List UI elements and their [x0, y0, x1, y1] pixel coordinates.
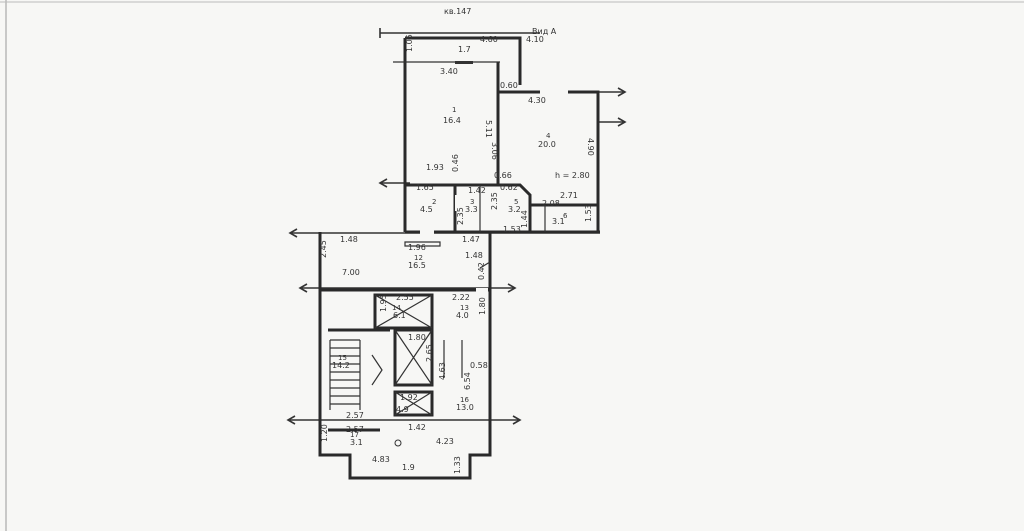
dimension-labels: 4.60 4.10 1.05 3.40 0.60 4.30 5.11 3.06 …: [319, 34, 595, 474]
dimension-label: 1.47: [462, 235, 480, 244]
room-area: 4.0: [456, 311, 469, 320]
room-area: 3.1: [552, 217, 565, 226]
dimension-label: 1.93: [426, 163, 444, 172]
room-area: 4.5: [420, 205, 433, 214]
apartment-number-label: кв.147: [444, 7, 471, 16]
dimension-label: 0.66: [494, 171, 512, 180]
dimension-label: 0.62: [500, 183, 518, 192]
dimension-label: 1.48: [465, 251, 483, 260]
staircase: [329, 339, 383, 410]
room-area: 3.2: [508, 205, 521, 214]
dimension-label: 1.33: [453, 456, 462, 474]
dimension-label: 1.92: [400, 393, 418, 402]
dimension-label: 4.30: [528, 96, 546, 105]
fixture-circle: [394, 439, 402, 447]
dimension-label: 4.83: [372, 455, 390, 464]
dimension-label: 1.20: [320, 424, 329, 442]
dimension-label: 2.08: [542, 199, 560, 208]
dimension-label: 2.57: [346, 411, 364, 420]
dimension-label: 2.35: [456, 207, 465, 225]
dimension-label: 4.60: [480, 35, 498, 44]
room-area: 13.0: [456, 403, 474, 412]
room-area: 1.9: [402, 463, 415, 472]
dimension-label: 1.48: [340, 235, 358, 244]
dimension-label: 2.57: [346, 425, 364, 434]
room-area: 20.0: [538, 140, 556, 149]
room-number: 16: [460, 396, 469, 404]
room-number: 4: [546, 132, 551, 140]
room-number: 12: [414, 254, 423, 262]
dimension-label: 1.42: [408, 423, 426, 432]
dimension-label: 2.65: [425, 344, 434, 362]
lower-block-walls: [318, 290, 492, 480]
room-number: 6: [563, 212, 568, 220]
dimension-label: 3.40: [440, 67, 458, 76]
dimension-label: 7.00: [342, 268, 360, 277]
dimension-label: 1.42: [468, 186, 486, 195]
room-number: 15: [338, 354, 347, 362]
upper-apartment-walls: [393, 36, 600, 234]
dimension-label: 4.63: [438, 362, 447, 380]
room-number: 1: [452, 106, 456, 114]
room-number: 17: [350, 431, 359, 439]
dimension-label: 2.22: [452, 293, 470, 302]
room-area: 3.3: [465, 205, 478, 214]
dimension-label: 0.58: [470, 361, 488, 370]
dimension-label: 1.95: [379, 294, 388, 312]
dimension-label: 4.9: [396, 405, 409, 414]
dimension-label: 0.60: [500, 81, 518, 90]
dimension-label: 2.55: [396, 293, 414, 302]
section-view-label: Вид А: [532, 27, 557, 36]
dimension-label: 1.05: [405, 34, 414, 52]
dimension-label: 2.71: [560, 191, 578, 200]
dimension-label: 2.35: [490, 192, 499, 210]
room-number: 2: [432, 198, 436, 206]
dimension-label: 1.80: [408, 333, 426, 342]
dimension-label: 6.54: [463, 372, 472, 390]
corridor-walls: [318, 232, 492, 292]
ceiling-height-label: h = 2.80: [555, 171, 590, 180]
dimension-label: 1.53: [503, 225, 521, 234]
room-number: 3: [470, 198, 474, 206]
room-area: 3.1: [350, 438, 363, 447]
room-area: 14.2: [332, 361, 350, 370]
dimension-label: 0.42: [477, 262, 486, 280]
dimension-label: 4.10: [526, 35, 544, 44]
room-area: 6.1: [393, 311, 406, 320]
dimension-label: 4.23: [436, 437, 454, 446]
room-number: 14: [392, 304, 401, 312]
dimension-label: 1.96: [408, 243, 426, 252]
dimension-label: 3.06: [490, 142, 499, 160]
dimension-label: 1.65: [416, 183, 434, 192]
room-number: 5: [514, 198, 518, 206]
door-openings: [420, 60, 568, 293]
dimension-label: 1.44: [520, 210, 529, 228]
room-labels: 1 16.4 2 4.5 3 3.3 4 20.0 5 3.2 6 3.1 12…: [332, 45, 568, 472]
room-area: 16.5: [408, 261, 426, 270]
dimension-label: 4.90: [586, 138, 595, 156]
room-number: 13: [460, 304, 469, 312]
room-area: 1.7: [458, 45, 471, 54]
dimension-label: 2.45: [319, 240, 328, 258]
dimension-label: 1.53: [584, 204, 593, 222]
dimension-label: 0.46: [451, 154, 460, 172]
dimension-label: 1.80: [478, 297, 487, 315]
dimension-label: 5.11: [484, 120, 493, 138]
room-area: 16.4: [443, 116, 461, 125]
